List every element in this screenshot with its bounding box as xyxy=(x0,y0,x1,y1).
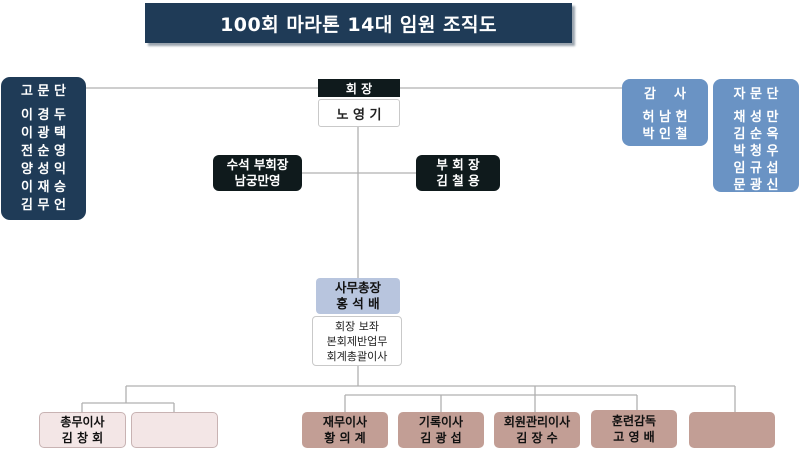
director-name: 김 장 수 xyxy=(516,431,558,445)
director-label: 총무이사 xyxy=(60,415,105,429)
counselor-member: 김 순 옥 xyxy=(733,127,779,142)
director-box-empty xyxy=(689,412,775,448)
director-box-membership: 회원관리이사 김 장 수 xyxy=(494,412,580,448)
secretary-general-label: 사무총장 xyxy=(334,280,381,295)
advisors-heading: 고 문 단 xyxy=(21,83,66,99)
advisor-member: 양 성 익 xyxy=(21,161,66,177)
auditors-box: 감 사 허 남 헌 박 인 철 xyxy=(622,79,708,146)
vp-name: 김 철 용 xyxy=(436,173,480,188)
counselor-member: 임 규 섭 xyxy=(733,161,779,176)
advisor-member: 김 무 언 xyxy=(21,197,66,213)
director-name: 김 창 회 xyxy=(61,431,104,445)
director-box-general-affairs: 총무이사 김 창 회 xyxy=(39,412,126,448)
duty-item: 회계총괄이사 xyxy=(326,349,388,363)
duty-item: 본회제반업무 xyxy=(326,334,388,348)
secretary-general-name: 홍 석 배 xyxy=(336,296,380,311)
director-label: 훈련감독 xyxy=(611,414,657,428)
advisors-box: 고 문 단 이 경 두 이 광 택 전 순 영 양 성 익 이 재 승 김 무 … xyxy=(1,77,86,220)
director-box-empty xyxy=(131,412,218,448)
counselor-member: 채 성 만 xyxy=(733,110,779,125)
advisor-member: 전 순 영 xyxy=(21,143,66,159)
president-label: 회 장 xyxy=(318,79,400,97)
director-box-finance: 재무이사 황 의 계 xyxy=(302,412,388,448)
director-name: 김 광 섭 xyxy=(420,431,462,445)
senior-vp-label: 수석 부회장 xyxy=(226,157,289,172)
advisor-member: 이 재 승 xyxy=(21,179,66,195)
director-name: 고 영 배 xyxy=(613,430,655,444)
director-label: 기록이사 xyxy=(418,415,464,429)
advisor-member: 이 광 택 xyxy=(21,125,66,141)
senior-vp-box: 수석 부회장 남궁만영 xyxy=(213,155,302,191)
secretary-general-duties: 회장 보좌 본회제반업무 회계총괄이사 xyxy=(312,316,402,366)
secretary-general-box: 사무총장 홍 석 배 xyxy=(316,278,400,314)
vp-box: 부 회 장 김 철 용 xyxy=(416,155,500,191)
auditors-heading: 감 사 xyxy=(643,87,687,102)
president-name: 노 영 기 xyxy=(318,99,400,127)
page-title: 100회 마라톤 14대 임원 조직도 xyxy=(145,3,572,43)
advisor-member: 이 경 두 xyxy=(21,107,66,123)
director-label: 회원관리이사 xyxy=(503,415,571,429)
vp-label: 부 회 장 xyxy=(436,157,480,172)
counselor-member: 문 광 신 xyxy=(733,178,779,193)
duty-item: 회장 보좌 xyxy=(335,319,379,333)
counselor-member: 박 청 우 xyxy=(733,144,779,159)
director-label: 재무이사 xyxy=(322,415,368,429)
auditor-member: 박 인 철 xyxy=(642,127,688,142)
director-name: 황 의 계 xyxy=(324,431,366,445)
auditor-member: 허 남 헌 xyxy=(642,110,688,125)
director-box-training: 훈련감독 고 영 배 xyxy=(591,410,677,448)
director-box-records: 기록이사 김 광 섭 xyxy=(398,412,484,448)
senior-vp-name: 남궁만영 xyxy=(234,173,281,188)
counselors-heading: 자 문 단 xyxy=(733,87,779,102)
counselors-box: 자 문 단 채 성 만 김 순 옥 박 청 우 임 규 섭 문 광 신 xyxy=(713,79,799,193)
